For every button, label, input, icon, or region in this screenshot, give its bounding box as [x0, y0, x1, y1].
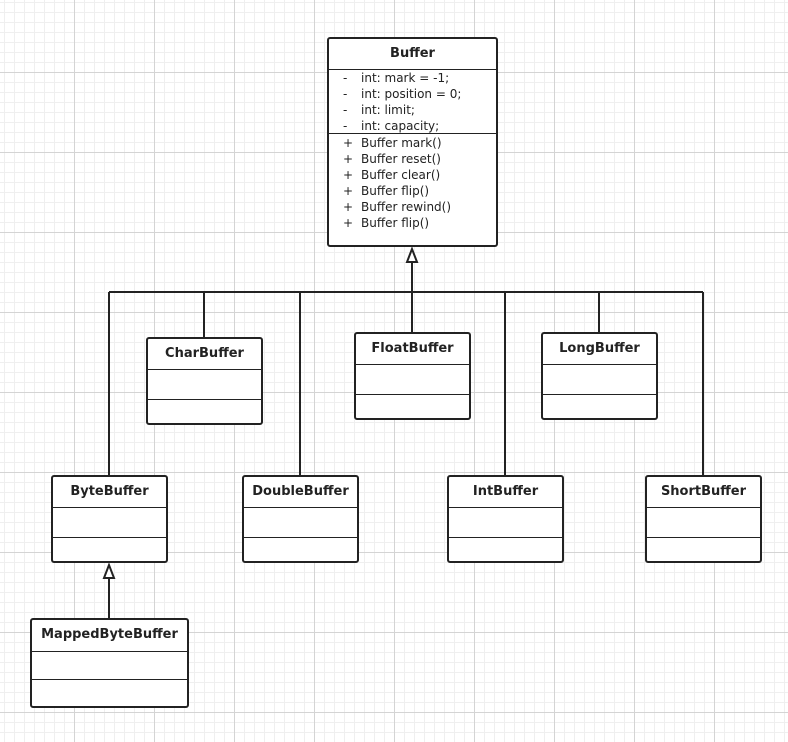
float-buffer-class[interactable]: FloatBuffer [354, 332, 471, 420]
operation-clear: +Buffer clear() [343, 168, 441, 182]
class-name: LongBuffer [543, 334, 656, 365]
operation-reset: +Buffer reset() [343, 152, 441, 166]
long-buffer-class[interactable]: LongBuffer [541, 332, 658, 420]
attributes-section [356, 365, 469, 395]
attributes-section [244, 508, 357, 538]
class-name: ShortBuffer [647, 477, 760, 508]
class-name: CharBuffer [148, 339, 261, 370]
class-name: Buffer [329, 39, 496, 70]
operation-mark: +Buffer mark() [343, 136, 442, 150]
class-name: ByteBuffer [53, 477, 166, 508]
attributes-section [449, 508, 562, 538]
attributes-section [543, 365, 656, 395]
class-name: DoubleBuffer [244, 477, 357, 508]
attribute-position: -int: position = 0; [343, 87, 462, 101]
class-name: IntBuffer [449, 477, 562, 508]
attributes-section: -int: mark = -1; -int: position = 0; -in… [329, 70, 496, 134]
attribute-capacity: -int: capacity; [343, 119, 440, 133]
attribute-limit: -int: limit; [343, 103, 415, 117]
attributes-section [53, 508, 166, 538]
char-buffer-class[interactable]: CharBuffer [146, 337, 263, 425]
mapped-byte-buffer-class[interactable]: MappedByteBuffer [30, 618, 189, 708]
attributes-section [32, 652, 187, 680]
operation-rewind: +Buffer rewind() [343, 200, 452, 214]
attributes-section [148, 370, 261, 400]
operation-flip: +Buffer flip() [343, 184, 430, 198]
byte-buffer-class[interactable]: ByteBuffer [51, 475, 168, 563]
class-name: MappedByteBuffer [32, 620, 187, 652]
generalization-arrow-icon [102, 562, 116, 579]
attributes-section [647, 508, 760, 538]
operations-section: +Buffer mark() +Buffer reset() +Buffer c… [329, 134, 496, 231]
generalization-arrow-icon [405, 246, 419, 263]
attribute-mark: -int: mark = -1; [343, 71, 450, 85]
operation-flip: +Buffer flip() [343, 216, 430, 230]
int-buffer-class[interactable]: IntBuffer [447, 475, 564, 563]
double-buffer-class[interactable]: DoubleBuffer [242, 475, 359, 563]
class-name: FloatBuffer [356, 334, 469, 365]
short-buffer-class[interactable]: ShortBuffer [645, 475, 762, 563]
buffer-class[interactable]: Buffer -int: mark = -1; -int: position =… [327, 37, 498, 247]
